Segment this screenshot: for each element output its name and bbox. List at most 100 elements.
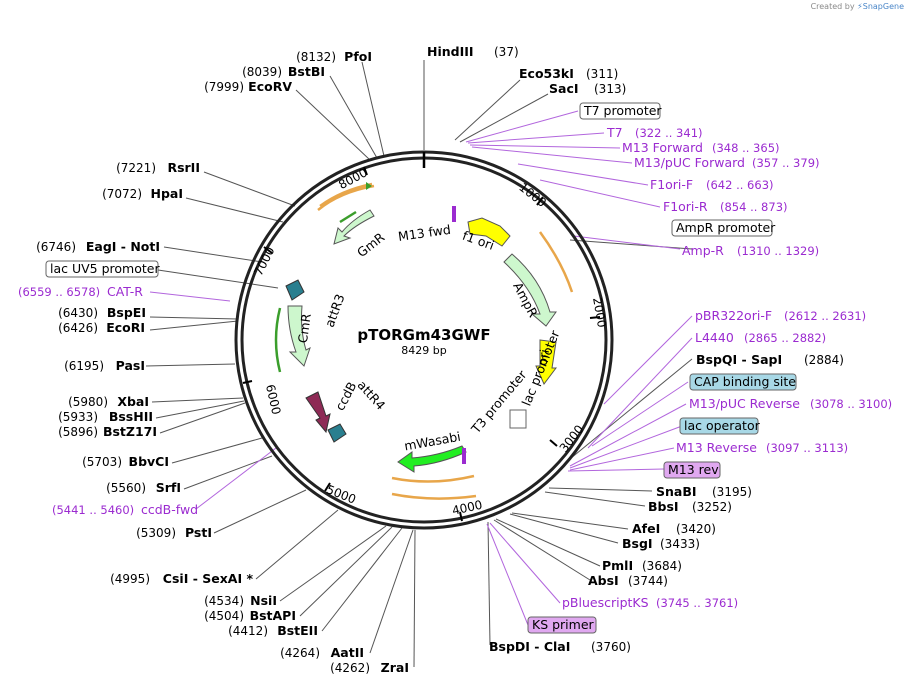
enzyme-afei[interactable]: AfeI (3420) [632, 521, 716, 536]
enzyme-ecori[interactable]: (6426) EcoRI [58, 320, 145, 335]
enzyme-aatii[interactable]: (4264) AatII [280, 645, 364, 660]
primer-name: M13 Forward [622, 140, 703, 155]
box-cap-site[interactable]: CAP binding site [689, 373, 797, 391]
enzyme-name: SrfI [156, 480, 181, 495]
enzyme-pos: (5309) [136, 526, 176, 540]
gmr-arrow[interactable] [333, 209, 375, 245]
primer-f1ori-f[interactable]: F1ori-F (642 .. 663) [650, 177, 774, 192]
enzyme-bspdi-clai[interactable]: BspDI - ClaI (3760) [489, 639, 631, 654]
primer-range: (5441 .. 5460) [52, 503, 134, 517]
plasmid-length: 8429 bp [401, 344, 446, 357]
primer-f1ori-r[interactable]: F1ori-R (854 .. 873) [663, 199, 788, 214]
enzyme-name: BssHII [109, 409, 153, 424]
snapgene-credit: Created by ⚡SnapGene [811, 2, 904, 11]
enzyme-eagi-noti[interactable]: (6746) EagI - NotI [36, 239, 160, 254]
primer-pbr322ori-f[interactable]: pBR322ori-F (2612 .. 2631) [695, 308, 866, 323]
box-t7-promoter[interactable]: T7 promoter [579, 102, 662, 120]
enzyme-pos: (313) [594, 82, 626, 96]
enzyme-hpai[interactable]: (7072) HpaI [102, 186, 183, 201]
primer-m13-reverse[interactable]: M13 Reverse (3097 .. 3113) [676, 440, 848, 455]
feature-label-gmr: GmR [354, 229, 388, 260]
enzyme-absi[interactable]: AbsI (3744) [588, 573, 668, 588]
tick-label-1000: 1000 [516, 180, 549, 210]
box-ampr-promoter[interactable]: AmpR promoter [671, 219, 776, 237]
ccdb-arrow[interactable] [305, 391, 331, 434]
mwasabi-arrow[interactable] [397, 445, 467, 473]
feature-label-m13fwd: M13 fwd [397, 222, 452, 244]
primer-amp-r[interactable]: Amp-R (1310 .. 1329) [682, 243, 819, 258]
enzyme-xbai[interactable]: (5980) XbaI [68, 394, 149, 409]
enzyme-pos: (3760) [591, 640, 631, 654]
lac-cluster-marker [509, 409, 527, 429]
enzyme-pos: (4995) [110, 572, 150, 586]
attr4-arrow[interactable] [327, 423, 347, 443]
enzyme-name: BspEI [107, 305, 146, 320]
enzyme-bstapi[interactable]: (4504) BstAPI [204, 608, 296, 623]
box-ks-primer[interactable]: KS primer [527, 616, 597, 634]
enzyme-snabi[interactable]: SnaBI (3195) [656, 484, 752, 499]
tick-label-2000: 2000 [590, 296, 609, 329]
gmr-orf-arrowhead [366, 182, 372, 190]
enzyme-bspei[interactable]: (6430) BspEI [58, 305, 146, 320]
primer-range: (357 .. 379) [752, 156, 820, 170]
primer-name: F1ori-F [650, 177, 693, 192]
enzyme-name: XbaI [117, 394, 149, 409]
enzyme-bsteii[interactable]: (4412) BstEII [228, 623, 318, 638]
enzyme-bstbi[interactable]: (8039) BstBI [242, 64, 325, 79]
enzyme-bsshii[interactable]: (5933) BssHII [58, 409, 153, 424]
enzyme-eco53ki[interactable]: Eco53kI (311) [519, 66, 618, 81]
primer-name: F1ori-R [663, 199, 708, 214]
primer-t7[interactable]: T7 (322 .. 341) [606, 125, 703, 140]
primer-ccdb-fwd[interactable]: (5441 .. 5460) ccdB-fwd [52, 502, 198, 517]
enzyme-pfoi[interactable]: (8132) PfoI [296, 49, 372, 64]
enzyme-name: EagI - NotI [86, 239, 160, 254]
box-lac-operator[interactable]: lac operator [679, 417, 761, 435]
enzyme-bstz17i[interactable]: (5896) BstZ17I [58, 424, 157, 439]
primer-cat-r[interactable]: (6559 .. 6578) CAT-R [18, 284, 143, 299]
enzyme-bspqi-sapi[interactable]: BspQI - SapI (2884) [696, 352, 844, 367]
enzyme-saci[interactable]: SacI (313) [549, 81, 626, 96]
enzyme-pos: (7221) [116, 161, 156, 175]
enzyme-csii-sexai[interactable]: (4995) CsiI - SexAI * [110, 571, 253, 586]
primer-l4440[interactable]: L4440 (2865 .. 2882) [695, 330, 826, 345]
ampr-arrow[interactable] [503, 253, 557, 327]
enzyme-name: BstAPI [250, 608, 296, 623]
enzyme-name: RsrII [167, 160, 200, 175]
snapgene-logo-icon: ⚡ [857, 2, 863, 11]
enzyme-name: NsiI [250, 593, 277, 608]
box-m13-rev[interactable]: M13 rev [663, 461, 721, 479]
attr3-arrow[interactable] [285, 279, 305, 301]
feature-label-attr4: attR4 [354, 377, 388, 412]
box-lacuv5-promoter[interactable]: lac UV5 promoter [45, 260, 160, 278]
box-ks-primer-label: KS primer [532, 617, 595, 632]
primer-range: (2612 .. 2631) [784, 309, 866, 323]
enzyme-pmli[interactable]: PmlI (3684) [602, 558, 682, 573]
enzyme-psti[interactable]: (5309) PstI [136, 525, 212, 540]
ori-arrow[interactable] [535, 339, 557, 385]
enzyme-rsrii[interactable]: (7221) RsrII [116, 160, 200, 175]
primer-range: (348 .. 365) [712, 141, 780, 155]
enzyme-bbvci[interactable]: (5703) BbvCI [82, 454, 169, 469]
enzyme-pasi[interactable]: (6195) PasI [64, 358, 145, 373]
primer-m13-puc-forward[interactable]: M13/pUC Forward (357 .. 379) [634, 155, 820, 170]
enzyme-hindiii[interactable]: HindIII (37) [427, 44, 519, 59]
primer-m13-puc-reverse[interactable]: M13/pUC Reverse (3078 .. 3100) [689, 396, 892, 411]
f1-ori-arrow[interactable] [467, 217, 511, 247]
enzyme-nsii[interactable]: (4534) NsiI [204, 593, 277, 608]
enzyme-ecorv[interactable]: (7999) EcoRV [204, 79, 292, 94]
primer-pbluescriptks[interactable]: pBluescriptKS (3745 .. 3761) [562, 595, 738, 610]
primer-m13-forward[interactable]: M13 Forward (348 .. 365) [622, 140, 780, 155]
enzyme-srfi[interactable]: (5560) SrfI [106, 480, 181, 495]
primer-range: (3097 .. 3113) [766, 441, 848, 455]
primer-name: pBluescriptKS [562, 595, 649, 610]
enzyme-bbsi[interactable]: BbsI (3252) [648, 499, 732, 514]
m13fwd-marker [452, 206, 456, 222]
primer-range: (322 .. 341) [635, 126, 703, 140]
primer-range: (3078 .. 3100) [810, 397, 892, 411]
enzyme-bsgi[interactable]: BsgI (3433) [622, 536, 700, 551]
enzyme-zrai[interactable]: (4262) ZraI [330, 660, 409, 675]
cmr-arrow[interactable] [287, 305, 311, 367]
enzyme-pos: (8132) [296, 50, 336, 64]
enzyme-name: BstEII [277, 623, 318, 638]
